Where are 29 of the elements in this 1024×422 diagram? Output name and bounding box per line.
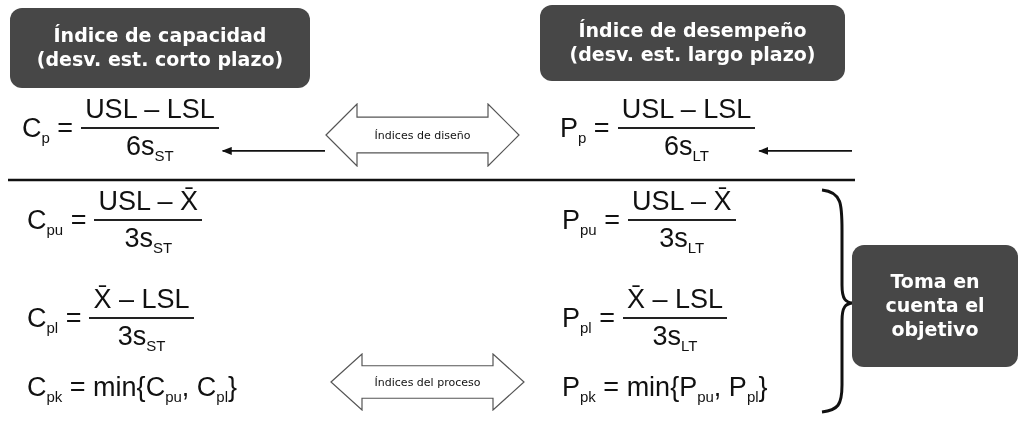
- formula-term: C$_{p}$ =: [22, 112, 74, 146]
- denominator: 6s$_{LT}$: [663, 130, 709, 165]
- label-box: Toma en cuenta el objetivo: [852, 245, 1018, 367]
- label-box: Índice de desempeño (desv. est. largo plazo): [540, 5, 845, 81]
- formula-term: C$_{pu}$ =: [27, 204, 87, 238]
- numerator: USL – X̄: [94, 186, 203, 221]
- numerator: X̄ – LSL: [623, 284, 728, 319]
- denominator: 3s$_{LT}$: [659, 222, 705, 257]
- numerator: USL – LSL: [81, 94, 219, 129]
- formula: P$_{pk}$ = min{P$_{pu}$, P$_{pl}$}: [562, 372, 768, 406]
- denominator: 3s$_{ST}$: [124, 222, 173, 257]
- arrow-label: Índices del proceso: [374, 375, 481, 389]
- numerator: X̄ – LSL: [89, 284, 194, 319]
- denominator: 3s$_{LT}$: [652, 320, 698, 355]
- formula-term: P$_{pl}$ =: [562, 302, 615, 336]
- denominator: 6s$_{ST}$: [126, 130, 174, 165]
- formula-term: P$_{p}$ =: [560, 112, 610, 146]
- double-arrow: [325, 103, 520, 167]
- formula-term: C$_{pl}$ =: [27, 302, 82, 336]
- double-arrow: [330, 353, 525, 411]
- label-box: Índice de capacidad (desv. est. corto plazo): [10, 8, 310, 88]
- numerator: USL – X̄: [628, 186, 736, 221]
- formula: C$_{pk}$ = min{C$_{pu}$, C$_{pl}$}: [27, 372, 238, 406]
- formula-term: P$_{pu}$ =: [562, 204, 620, 238]
- arrow: [758, 146, 853, 155]
- arrow: [221, 146, 326, 155]
- denominator: 3s$_{ST}$: [117, 320, 166, 355]
- arrow-label: Índices de diseño: [374, 128, 471, 142]
- numerator: USL – LSL: [617, 94, 756, 129]
